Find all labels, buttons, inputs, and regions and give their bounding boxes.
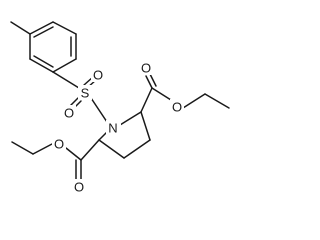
- bond-ring-1: [29, 21, 54, 35]
- bond-ch2-ch3-2: [11, 141, 34, 155]
- bond-ring-5: [29, 58, 54, 73]
- ester-right-ether-oxygen-label: O: [172, 100, 182, 115]
- bond-methyl: [10, 21, 31, 35]
- bond-c2-c3: [140, 111, 151, 141]
- bond-sulfur-nitrogen: [90, 97, 108, 123]
- sulfur-label: S: [81, 86, 90, 101]
- bond-carbonyl-o-a: [145, 75, 153, 89]
- bond-c2-carbonyl: [140, 87, 153, 113]
- nitrogen-label: N: [108, 121, 117, 136]
- bond-c3-c4: [123, 139, 151, 159]
- bond-c5-carbonyl: [80, 139, 100, 161]
- bond-ring-5-inner: [33, 55, 54, 68]
- bond-n-c2: [119, 111, 142, 126]
- bond-ether-ch2: [182, 93, 206, 109]
- bond-c5-n: [98, 131, 108, 141]
- bonds: [10, 21, 230, 181]
- ester-right-carbonyl-oxygen-label: O: [141, 61, 151, 76]
- bond-ring-2: [52, 21, 77, 35]
- bond-ring-sulfur: [52, 71, 80, 89]
- molecule-structure: S O O N O O O O: [10, 21, 230, 195]
- bond-ring-4: [52, 58, 77, 73]
- bond-carbonyl2-ether: [65, 147, 82, 161]
- bond-c4-c5: [98, 139, 125, 159]
- bond-ether2-ch2: [32, 143, 53, 155]
- atom-labels: S O O N O O O O: [52, 60, 184, 195]
- bond-carbonyl-o-b: [149, 73, 157, 87]
- ester-left-ether-oxygen-label: O: [54, 137, 64, 152]
- bond-ring-1-inner: [33, 26, 54, 38]
- bond-s-o2-a: [69, 97, 79, 107]
- bond-carbonyl-ether: [151, 87, 172, 101]
- bond-ch2-ch3: [204, 93, 230, 109]
- sulfonyl-oxygen-1-label: O: [93, 68, 103, 83]
- ester-left-carbonyl-oxygen-label: O: [74, 180, 84, 195]
- sulfonyl-oxygen-2-label: O: [64, 106, 74, 121]
